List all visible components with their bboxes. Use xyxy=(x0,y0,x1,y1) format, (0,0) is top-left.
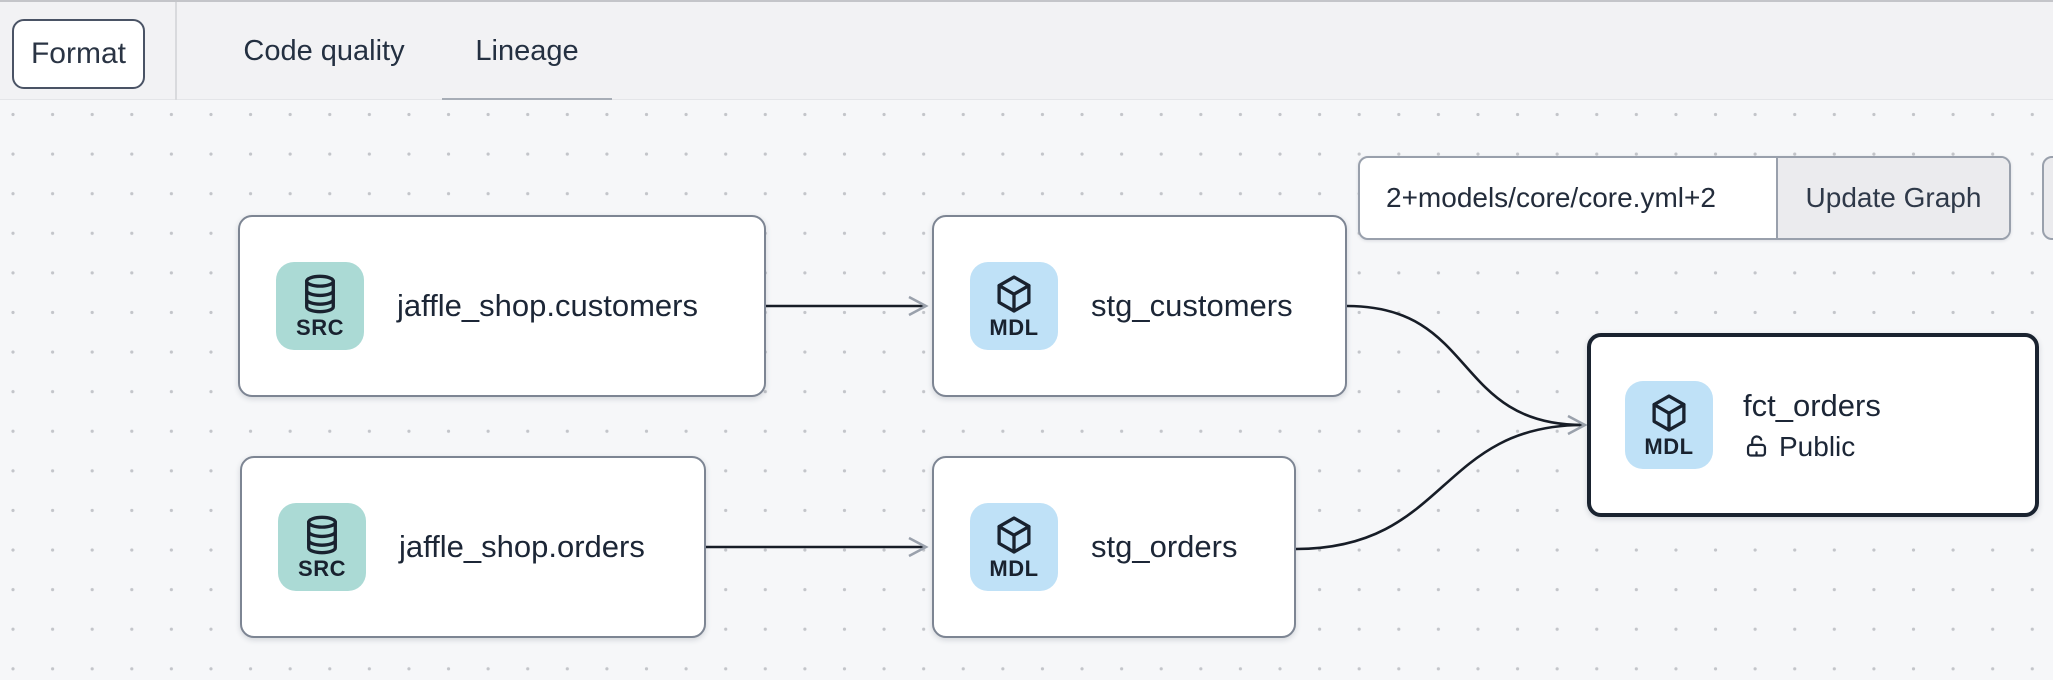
database-icon xyxy=(305,274,335,313)
model-badge: MDL xyxy=(970,503,1058,591)
format-button[interactable]: Format xyxy=(12,19,145,89)
node-title: fct_orders xyxy=(1743,387,1881,423)
database-icon xyxy=(307,515,337,554)
edge-stg-orders-to-fct-orders xyxy=(1295,423,1584,551)
tab-lineage[interactable]: Lineage xyxy=(442,2,612,106)
lock-open-icon xyxy=(1746,435,1767,457)
source-badge: SRC xyxy=(278,503,366,591)
node-stg-orders[interactable]: MDL stg_orders xyxy=(932,456,1296,638)
node-jaffle-shop-orders[interactable]: SRC jaffle_shop.orders xyxy=(240,456,706,638)
arrowhead-icon xyxy=(908,536,929,558)
lineage-canvas[interactable]: SRC jaffle_shop.customers MDL stg_custom… xyxy=(0,100,2053,680)
cutoff-control-button[interactable] xyxy=(2042,156,2053,240)
arrowhead-icon xyxy=(1567,414,1588,436)
node-text-block: fct_orders Public xyxy=(1743,388,1881,463)
node-fct-orders[interactable]: MDL fct_orders Public xyxy=(1587,333,2039,517)
tab-code-quality[interactable]: Code quality xyxy=(243,34,405,67)
cube-icon xyxy=(997,515,1031,554)
access-label: Public xyxy=(1779,430,1856,462)
node-stg-customers[interactable]: MDL stg_customers xyxy=(932,215,1347,397)
cube-icon xyxy=(997,274,1031,313)
editor-toolbar: Format Code quality Lineage xyxy=(0,0,2053,106)
badge-label: MDL xyxy=(989,555,1039,581)
cube-icon xyxy=(1652,393,1686,432)
lineage-selector-input[interactable] xyxy=(1360,158,1776,238)
model-badge: MDL xyxy=(970,262,1058,350)
toolbar-divider xyxy=(175,2,177,100)
node-title: stg_orders xyxy=(1091,529,1238,564)
badge-label: SRC xyxy=(296,314,344,340)
access-row: Public xyxy=(1743,431,1881,463)
badge-label: SRC xyxy=(298,555,346,581)
node-title: jaffle_shop.customers xyxy=(397,288,698,323)
node-jaffle-shop-customers[interactable]: SRC jaffle_shop.customers xyxy=(238,215,766,397)
tab-lineage-label: Lineage xyxy=(475,34,579,67)
node-title: stg_customers xyxy=(1091,288,1293,323)
badge-label: MDL xyxy=(1644,433,1694,459)
lineage-selector-group: Update Graph xyxy=(1358,156,2011,240)
source-badge: SRC xyxy=(276,262,364,350)
node-title: jaffle_shop.orders xyxy=(399,529,645,564)
model-badge: MDL xyxy=(1625,381,1713,469)
edge-stg-customers-to-fct-orders xyxy=(1346,304,1584,427)
arrowhead-icon xyxy=(908,295,929,317)
update-graph-button[interactable]: Update Graph xyxy=(1776,158,2009,238)
badge-label: MDL xyxy=(989,314,1039,340)
